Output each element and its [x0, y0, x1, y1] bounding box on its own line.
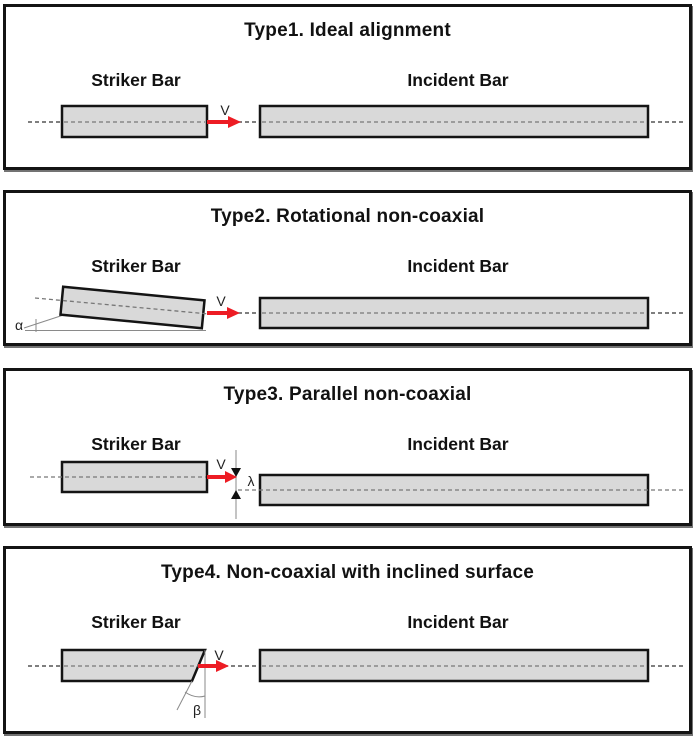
angle-arc [184, 691, 206, 698]
striker-tilted-centerline [34, 297, 210, 315]
lambda-offset-label: λ [247, 473, 255, 489]
panel2-title: Type2. Rotational non-coaxial [210, 206, 485, 227]
panel-type4-inclined-surface: Type4. Non-coaxial with inclined surface… [3, 546, 692, 734]
striker-bar-label: Striker Bar [91, 70, 181, 90]
angle-inclined-extension-line [176, 680, 193, 711]
velocity-arrow-head [228, 116, 241, 128]
alpha-angle-label: α [14, 317, 24, 333]
panel3-title: Type3. Parallel non-coaxial [223, 384, 472, 405]
beta-angle-label: β [192, 702, 202, 718]
panel1-title: Type1. Ideal alignment [244, 20, 451, 41]
incident-bar-label: Incident Bar [407, 256, 509, 276]
panel2-diagram [23, 285, 684, 332]
striker-bar-shape-rotated [59, 285, 206, 330]
velocity-label: V [220, 102, 230, 118]
offset-marker-down-triangle [231, 468, 241, 477]
velocity-arrow-head [216, 660, 229, 672]
velocity-arrow-head [227, 307, 240, 319]
panel1-diagram [28, 104, 684, 139]
striker-bar-label: Striker Bar [91, 612, 181, 632]
striker-bar-label: Striker Bar [91, 256, 181, 276]
velocity-label: V [216, 293, 226, 309]
panel4-diagram [28, 648, 684, 718]
incident-bar-label: Incident Bar [407, 612, 509, 632]
incident-bar-label: Incident Bar [407, 70, 509, 90]
angle-inclined-reference-line [23, 315, 63, 329]
velocity-label: V [216, 456, 226, 472]
panel3-diagram [30, 450, 684, 519]
panel-type3-parallel-non-coaxial: Type3. Parallel non-coaxial Striker Bar … [3, 368, 692, 526]
panel-type2-rotational-non-coaxial: Type2. Rotational non-coaxial Striker Ba… [3, 190, 692, 346]
velocity-arrow-head [225, 471, 237, 483]
panel-type1-ideal-alignment: Type1. Ideal alignment Striker Bar Incid… [3, 4, 692, 170]
incident-bar-shape [258, 296, 650, 330]
velocity-label: V [214, 647, 224, 663]
panel4-title: Type4. Non-coaxial with inclined surface [161, 562, 534, 583]
offset-marker-up-triangle [231, 490, 241, 499]
striker-bar-label: Striker Bar [91, 434, 181, 454]
incident-bar-label: Incident Bar [407, 434, 509, 454]
